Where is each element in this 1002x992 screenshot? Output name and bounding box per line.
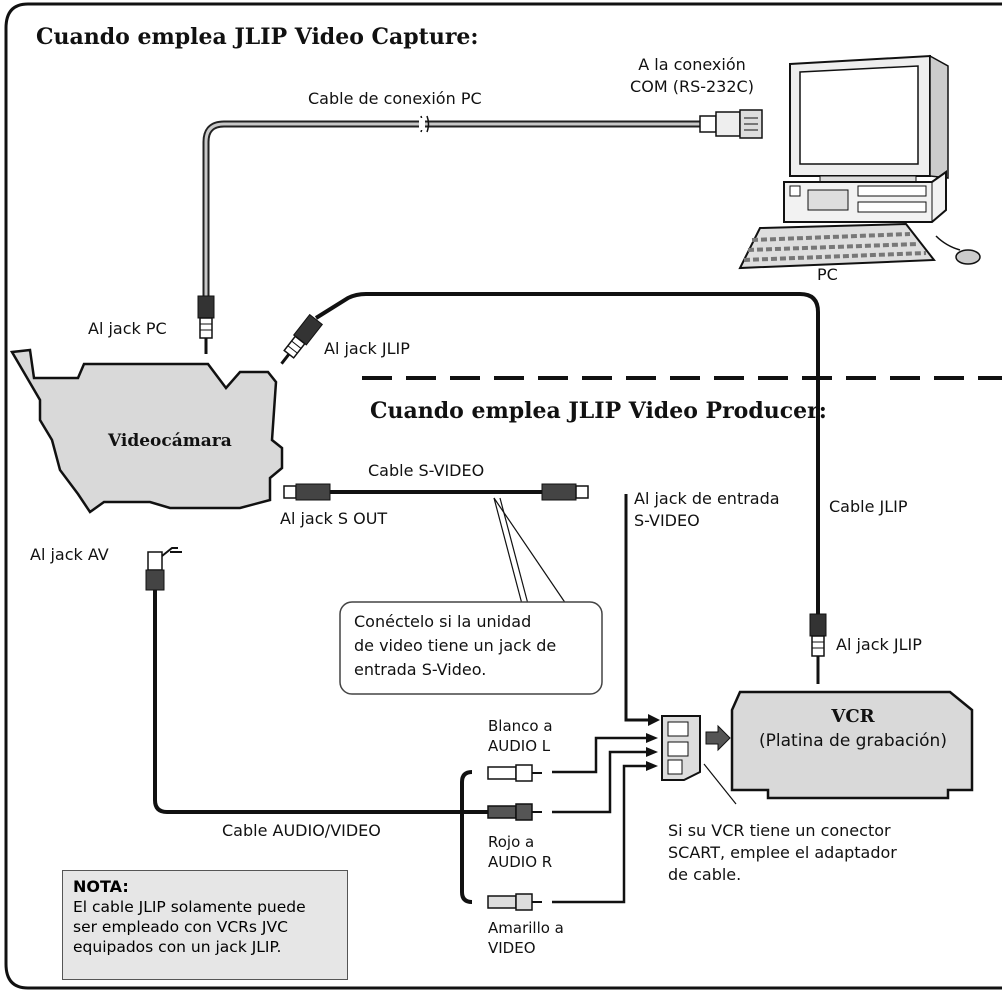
pc-cable bbox=[197, 109, 763, 354]
camcorder-body bbox=[9, 348, 284, 514]
yellow-plug-label-line2: VIDEO bbox=[488, 939, 536, 957]
vcr-subtitle: (Platina de grabación) bbox=[759, 731, 947, 751]
note-box: NOTA: El cable JLIP solamente puede ser … bbox=[62, 870, 348, 980]
svideo-callout-text: Conéctelo si la unidad de video tiene un… bbox=[354, 610, 556, 682]
pc-cable-label: Cable de conexión PC bbox=[308, 89, 482, 108]
note-body-line-2: ser empleado con VCRs JVC bbox=[73, 918, 288, 936]
capture-heading: Cuando emplea JLIP Video Capture: bbox=[36, 24, 479, 50]
av-cable bbox=[145, 547, 542, 911]
jack-jlip-vcr-label: Al jack JLIP bbox=[836, 635, 922, 654]
scart-note-text: Si su VCR tiene un conector SCART, emple… bbox=[668, 820, 897, 886]
computer-icon bbox=[738, 54, 981, 270]
note-title: NOTA: bbox=[73, 877, 129, 896]
producer-heading: Cuando emplea JLIP Video Producer: bbox=[370, 398, 827, 424]
svideo-cable-label: Cable S-VIDEO bbox=[368, 461, 485, 480]
red-plug-label: Rojo a AUDIO R bbox=[488, 832, 552, 872]
scart-note-line-2: SCART, emplee el adaptador bbox=[668, 843, 897, 862]
yellow-plug-label: Amarillo a VIDEO bbox=[488, 918, 564, 958]
callout-line-2: de video tiene un jack de bbox=[354, 636, 557, 655]
red-plug-label-line2: AUDIO R bbox=[488, 853, 553, 871]
pc-label: PC bbox=[817, 265, 838, 284]
vcr-title: VCR bbox=[831, 706, 875, 727]
svideo-in-label-line1: Al jack de entrada bbox=[634, 489, 780, 508]
callout-line-1: Conéctelo si la unidad bbox=[354, 612, 532, 631]
jack-av-label: Al jack AV bbox=[30, 545, 109, 564]
note-body-line-1: El cable JLIP solamente puede bbox=[73, 898, 306, 916]
svideo-callout-box bbox=[339, 601, 603, 695]
com-port-label: A la conexión COM (RS-232C) bbox=[612, 54, 772, 98]
jack-sout-label: Al jack S OUT bbox=[280, 509, 388, 528]
audio-video-arrows bbox=[552, 733, 658, 904]
svideo-in-label: Al jack de entrada S-VIDEO bbox=[634, 488, 780, 532]
yellow-plug-label-line1: Amarillo a bbox=[488, 919, 564, 937]
callout-line-3: entrada S-Video. bbox=[354, 660, 487, 679]
jack-pc-label: Al jack PC bbox=[88, 319, 167, 338]
vcr-icon bbox=[730, 690, 974, 800]
scart-note-line-1: Si su VCR tiene un conector bbox=[668, 821, 891, 840]
outer-frame bbox=[4, 2, 1002, 990]
scart-adapter bbox=[661, 715, 737, 805]
com-port-label-line1: A la conexión bbox=[638, 55, 746, 74]
svideo-in-label-line2: S-VIDEO bbox=[634, 511, 700, 530]
white-plug-label-line2: AUDIO L bbox=[488, 737, 551, 755]
jack-jlip-cam-label: Al jack JLIP bbox=[324, 339, 410, 358]
white-plug-label: Blanco a AUDIO L bbox=[488, 716, 553, 756]
white-plug-label-line1: Blanco a bbox=[488, 717, 553, 735]
com-port-label-line2: COM (RS-232C) bbox=[630, 77, 754, 96]
av-cable-label: Cable AUDIO/VIDEO bbox=[222, 821, 381, 840]
jlip-cable bbox=[280, 292, 827, 684]
scart-note-line-3: de cable. bbox=[668, 865, 742, 884]
svideo-cable bbox=[283, 483, 589, 605]
svideo-in-arrow bbox=[624, 494, 648, 722]
jlip-cable-label: Cable JLIP bbox=[829, 497, 908, 516]
note-body-line-3: equipados con un jack JLIP. bbox=[73, 938, 282, 956]
red-plug-label-line1: Rojo a bbox=[488, 833, 535, 851]
camcorder-label: Videocámara bbox=[108, 431, 232, 451]
